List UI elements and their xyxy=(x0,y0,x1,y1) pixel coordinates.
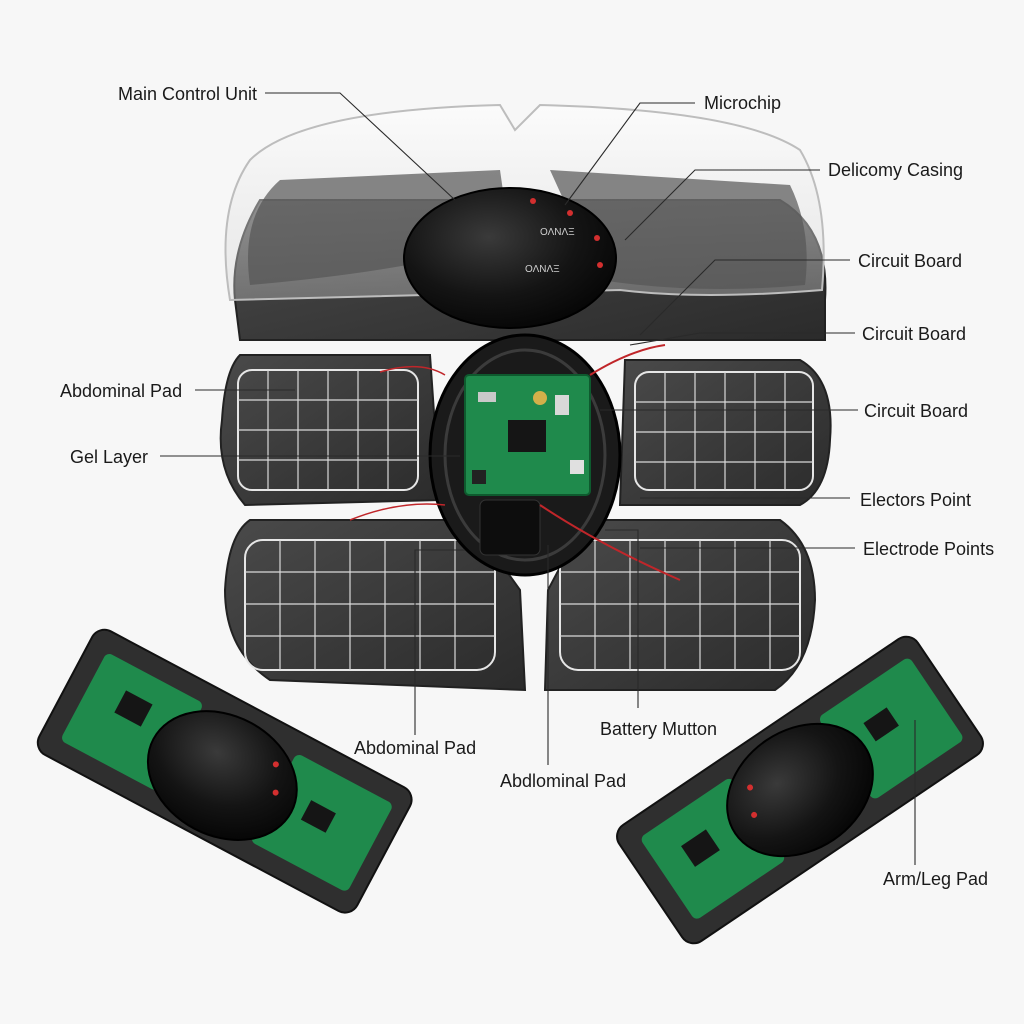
label-arm-leg-pad: Arm/Leg Pad xyxy=(883,869,988,889)
indicator-led-2 xyxy=(567,210,573,216)
label-circuit-board-3: Circuit Board xyxy=(864,401,968,421)
unit-button-text-top: ΟΛΝΛΞ xyxy=(540,227,575,238)
indicator-led-4 xyxy=(597,262,603,268)
unit-button-text-bottom: ΟΛΝΛΞ xyxy=(525,264,560,275)
pcb-capacitor xyxy=(533,391,547,405)
microcontroller-chip xyxy=(508,420,546,452)
label-gel-layer: Gel Layer xyxy=(70,447,148,467)
red-wire-2 xyxy=(539,504,681,581)
right-lower-pad xyxy=(543,519,817,691)
abdominal-pad-assembly: ΟΛΝΛΞ ΟΛΝΛΞ xyxy=(219,103,832,692)
central-housing-rim xyxy=(443,348,607,562)
left-lower-grid xyxy=(244,539,496,671)
label-circuit-board-2: Circuit Board xyxy=(862,324,966,344)
red-wire-3 xyxy=(349,503,446,521)
pcb-component-4 xyxy=(472,470,486,484)
indicator-led-1 xyxy=(530,198,536,204)
leader-microchip xyxy=(564,102,695,206)
leader-circuit-board-1 xyxy=(639,259,850,336)
left-lower-pad xyxy=(223,519,527,692)
pcb-component-3 xyxy=(570,460,584,474)
left-led-2 xyxy=(272,789,279,796)
label-abdominal-pad-left: Abdominal Pad xyxy=(60,381,182,401)
leader-main-control-unit xyxy=(265,92,456,201)
pcb-component-1 xyxy=(478,392,496,402)
left-arm-leg-pad xyxy=(36,628,413,914)
left-led-1 xyxy=(272,761,279,768)
left-middle-grid xyxy=(237,369,419,491)
label-electrode-points: Electrode Points xyxy=(863,539,994,559)
right-arm-leg-pad xyxy=(616,635,984,945)
right-led-1 xyxy=(747,784,754,791)
left-pad-chip xyxy=(114,690,153,727)
leader-circuit-board-2 xyxy=(629,332,855,346)
red-wire-4 xyxy=(379,365,446,376)
callout-labels: Main Control Unit Microchip Delicomy Cas… xyxy=(60,84,994,889)
red-wire-1 xyxy=(589,344,666,376)
battery-module xyxy=(479,499,541,556)
right-pad-chip-2 xyxy=(863,707,899,742)
label-microchip: Microchip xyxy=(704,93,781,113)
leader-abdominal-pad-bottom xyxy=(414,549,465,735)
right-lower-grid xyxy=(559,539,801,671)
right-pad-chip xyxy=(681,829,720,867)
left-pad-chip-2 xyxy=(300,800,336,833)
left-control-unit xyxy=(146,710,298,841)
right-led-2 xyxy=(751,811,758,818)
main-control-unit xyxy=(403,187,617,329)
pcb-component-2 xyxy=(555,395,569,415)
right-control-unit xyxy=(726,722,874,858)
label-abdlominal-pad: Abdlominal Pad xyxy=(500,771,626,791)
label-main-control-unit: Main Control Unit xyxy=(118,84,257,104)
leader-lines xyxy=(160,92,916,865)
label-delicomy-casing: Delicomy Casing xyxy=(828,160,963,180)
indicator-led-3 xyxy=(594,235,600,241)
label-abdominal-pad-bottom: Abdominal Pad xyxy=(354,738,476,758)
right-middle-grid xyxy=(634,371,814,491)
label-battery-mutton: Battery Mutton xyxy=(600,719,717,739)
leader-delicomy-casing xyxy=(624,169,820,241)
label-electors-point: Electors Point xyxy=(860,490,971,510)
label-circuit-board-1: Circuit Board xyxy=(858,251,962,271)
leader-battery-mutton xyxy=(605,529,639,708)
